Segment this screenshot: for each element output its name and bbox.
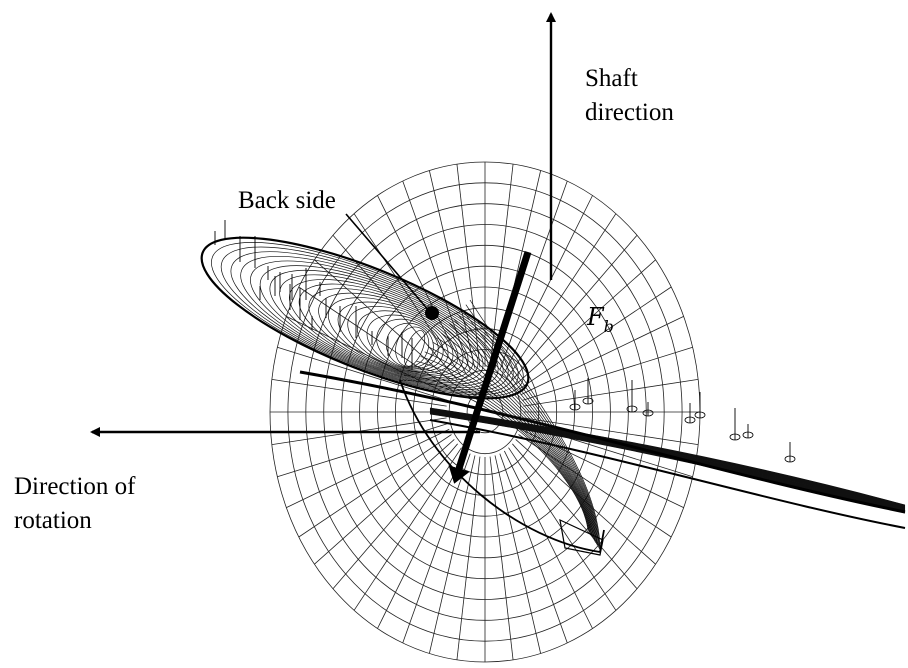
blade-contour (465, 304, 600, 549)
grid-spoke (515, 259, 656, 385)
blade-outline (299, 370, 906, 514)
grid-spoke (494, 455, 542, 654)
blade-contour (404, 374, 590, 532)
blade-contour (337, 301, 459, 375)
force-fb-arrow (448, 250, 532, 484)
shaft-label-line1: Shaft (585, 65, 638, 92)
grid-spoke (489, 456, 514, 660)
grid-spoke (512, 443, 638, 590)
grid-spoke (520, 315, 684, 396)
blade-contour (445, 327, 597, 543)
blade-contour (347, 306, 454, 374)
grid-spoke (277, 346, 448, 401)
grid-spoke (298, 434, 452, 538)
grid-spoke (503, 195, 593, 374)
blade-tip (559, 518, 604, 556)
blade-contour (408, 370, 590, 533)
blade-contour (424, 351, 593, 538)
radial-grid (269, 161, 701, 663)
blade-contour (399, 379, 589, 531)
blade-contour (440, 332, 596, 542)
blade-outline (429, 419, 906, 529)
grid-spoke (503, 450, 593, 629)
grid-spoke (518, 434, 672, 538)
tuft-loop (742, 431, 754, 439)
blade-lower-hub (399, 299, 605, 556)
back-side-label: Back side (238, 187, 336, 214)
tuft-loop (684, 416, 696, 424)
blade-contour (420, 356, 592, 536)
blade-contour (250, 260, 504, 390)
grid-spoke (499, 453, 568, 644)
tuft-loop (626, 405, 638, 413)
grid-spoke (428, 455, 476, 654)
grid-spoke (353, 213, 462, 377)
grid-spoke (508, 447, 617, 611)
rotation-label-line2: rotation (14, 507, 92, 534)
blade-contour (366, 314, 444, 371)
blade-contour (457, 313, 599, 547)
grid-spoke (377, 195, 467, 374)
grid-spoke (271, 378, 447, 407)
force-label-main: F (586, 303, 605, 331)
force-label-sub: b (604, 317, 614, 336)
blade-contour (259, 265, 499, 389)
blade-contour (376, 318, 439, 370)
tuft-loop (642, 409, 654, 417)
blade-outline (399, 379, 605, 554)
blade-contour (327, 297, 464, 377)
tuft-loop (729, 433, 741, 441)
blade-contour (453, 318, 598, 546)
blade-outline (200, 236, 530, 400)
blade-contour (461, 309, 599, 548)
force-label: Fb (586, 303, 614, 336)
back-side-leader (345, 213, 431, 313)
tuft-loop (569, 403, 581, 411)
grid-spoke (402, 453, 471, 644)
tuft-loop (582, 397, 594, 405)
blade-contour (469, 299, 601, 551)
grid-spoke (523, 417, 699, 446)
grid-spoke (522, 346, 693, 401)
tuft-loop (694, 411, 706, 419)
grid-spoke (286, 428, 450, 509)
blade-contour (428, 346, 594, 539)
blade-contour (211, 242, 524, 397)
grid-spoke (332, 443, 458, 590)
blade-contour (436, 337, 595, 541)
grid-spoke (456, 456, 481, 660)
tuft-loop (784, 455, 796, 463)
shaft-label-line2: direction (585, 99, 674, 126)
grid-spoke (518, 286, 672, 390)
grid-spoke (353, 447, 462, 611)
grid-spoke (499, 180, 568, 371)
grid-spoke (402, 180, 471, 371)
grid-spoke (508, 213, 617, 377)
grid-spoke (523, 378, 699, 407)
grid-spoke (512, 234, 638, 381)
grid-spoke (428, 170, 476, 369)
blade-contour (449, 323, 597, 545)
back-side-dot (425, 306, 439, 320)
rotation-label-line1: Direction of (14, 473, 136, 500)
grid-spoke (314, 439, 455, 565)
blade-lower-right (299, 370, 906, 529)
blade-contour (432, 342, 594, 540)
grid-spoke (456, 164, 481, 368)
blade-contour (357, 310, 449, 372)
blade-contour (240, 255, 509, 392)
grid-spoke (298, 286, 452, 390)
grid-spoke (377, 450, 467, 629)
blade-contour (416, 360, 592, 535)
flow-tufts (214, 220, 796, 463)
blade-contour (412, 365, 591, 534)
blade-contour (308, 288, 474, 380)
blade-contour (403, 330, 426, 367)
